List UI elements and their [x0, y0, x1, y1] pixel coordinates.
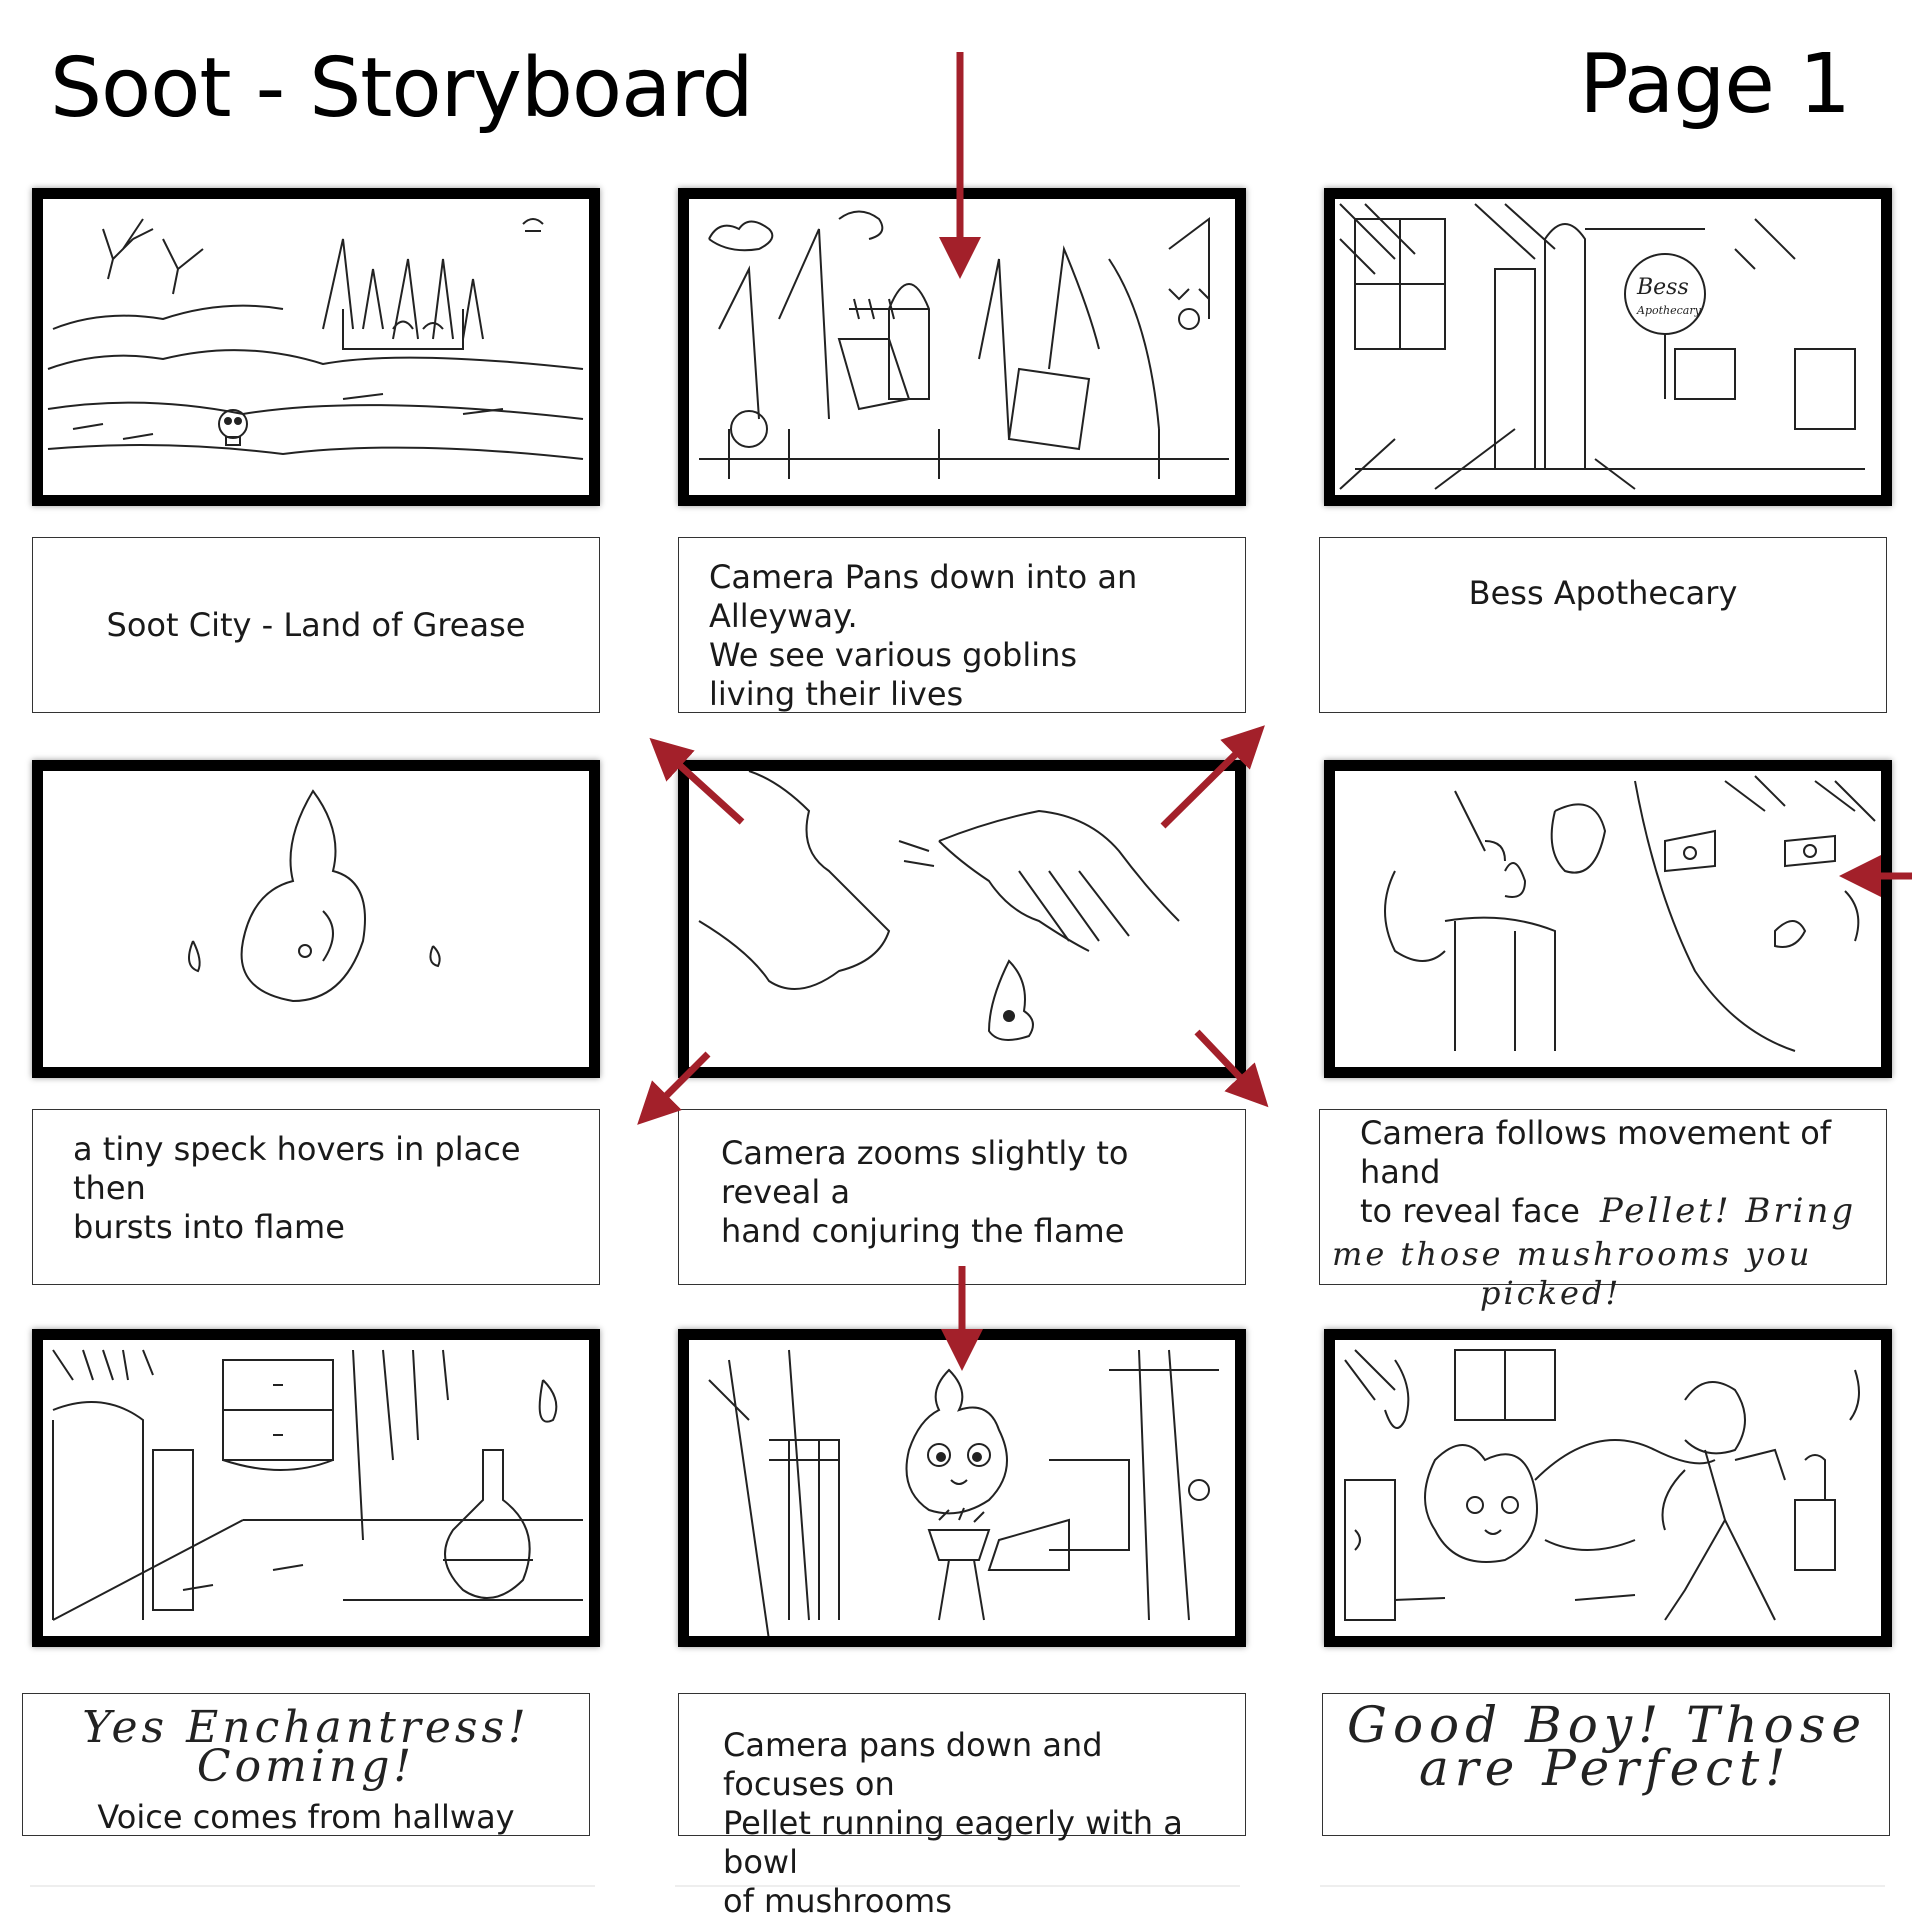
panel-2-frame	[678, 188, 1246, 506]
sign-text-apothecary: Apothecary	[1636, 304, 1702, 317]
panel-1-frame	[32, 188, 600, 506]
apothecary-storefront-sketch: Bess Apothecary	[1339, 203, 1865, 490]
hand-conjuring-flame-sketch	[698, 771, 1180, 1041]
panel-8-caption-line-2: Pellet running eagerly with a bowl	[723, 1804, 1183, 1881]
panel-3-frame: Bess Apothecary	[1324, 188, 1892, 506]
panel-8-caption-line-3: of mushrooms	[723, 1882, 952, 1920]
page-title: Soot - Storyboard	[50, 41, 754, 136]
panel-8-caption-line-1: Camera pans down and focuses on	[723, 1726, 1103, 1803]
panel-8-caption: Camera pans down and focuses on Pellet r…	[678, 1693, 1246, 1920]
panel-6-caption-line-1: Camera follows movement of hand	[1360, 1114, 1832, 1191]
enchantress-pellet-sketch	[1344, 1349, 1860, 1621]
panel-5-caption-line-2: hand conjuring the flame	[721, 1212, 1125, 1250]
panel-7-caption: Yes Enchantress! Coming! Voice comes fro…	[22, 1693, 590, 1836]
panel-9-dialogue-line-2: are Perfect!	[1419, 1739, 1792, 1797]
panel-8-frame	[678, 1329, 1246, 1647]
panel-4-frame	[32, 760, 600, 1078]
panel-6-dialogue-line-1: Pellet! Bring	[1599, 1191, 1857, 1231]
bottom-rule-1	[30, 1885, 595, 1887]
bottom-rule-3	[1320, 1885, 1885, 1887]
panel-4-caption-line-1: a tiny speck hovers in place then	[73, 1130, 521, 1207]
panel-1-caption-text: Soot City - Land of Grease	[106, 605, 526, 644]
flame-speck-sketch	[188, 789, 441, 1003]
pellet-running-sketch	[708, 1349, 1219, 1636]
sign-text-bess: Bess	[1636, 275, 1689, 300]
panel-5-frame	[678, 760, 1246, 1078]
wasteland-city-sketch	[47, 218, 584, 460]
panel-2-caption: Camera Pans down into an Alleyway. We se…	[678, 537, 1246, 713]
panel-6-caption-line-2: to reveal face	[1360, 1192, 1580, 1230]
panel-3-caption: Bess Apothecary	[1319, 537, 1887, 713]
hallway-interior-sketch	[52, 1349, 583, 1621]
panel-6-caption: Camera follows movement of hand to revea…	[1319, 1109, 1887, 1312]
panel-6-dialogue-line-3: picked!	[1480, 1274, 1622, 1312]
panel-9-frame	[1324, 1329, 1892, 1647]
panel-9-caption: Good Boy! Those are Perfect!	[1322, 1693, 1890, 1836]
panel-2-caption-line-3: living their lives	[709, 675, 964, 713]
panel-2-caption-line-1: Camera Pans down into an Alleyway.	[709, 558, 1138, 635]
panel-7-dialogue: Yes Enchantress! Coming!	[82, 1702, 530, 1792]
panel-3-caption-text: Bess Apothecary	[1468, 574, 1738, 612]
panel-7-caption-text: Voice comes from hallway	[97, 1798, 515, 1836]
panel-4-caption: a tiny speck hovers in place then bursts…	[32, 1109, 600, 1285]
panel-5-caption: Camera zooms slightly to reveal a hand c…	[678, 1109, 1246, 1285]
panel-4-caption-line-2: bursts into flame	[73, 1208, 345, 1246]
bottom-rule-2	[675, 1885, 1240, 1887]
panel-7-frame	[32, 1329, 600, 1647]
page-number: Page 1	[1579, 37, 1851, 132]
panel-1-caption: Soot City - Land of Grease	[32, 537, 600, 713]
panel-6-dialogue-line-2: me those mushrooms you	[1332, 1235, 1813, 1273]
enchantress-face-sketch	[1384, 775, 1876, 1052]
panel-9-dialogue-line-1: Good Boy! Those	[1347, 1696, 1868, 1754]
panel-2-caption-line-2: We see various goblins	[709, 636, 1078, 674]
city-rooftops-sketch	[699, 210, 1229, 479]
panel-5-caption-line-1: Camera zooms slightly to reveal a	[721, 1134, 1129, 1211]
panel-6-frame	[1324, 760, 1892, 1078]
